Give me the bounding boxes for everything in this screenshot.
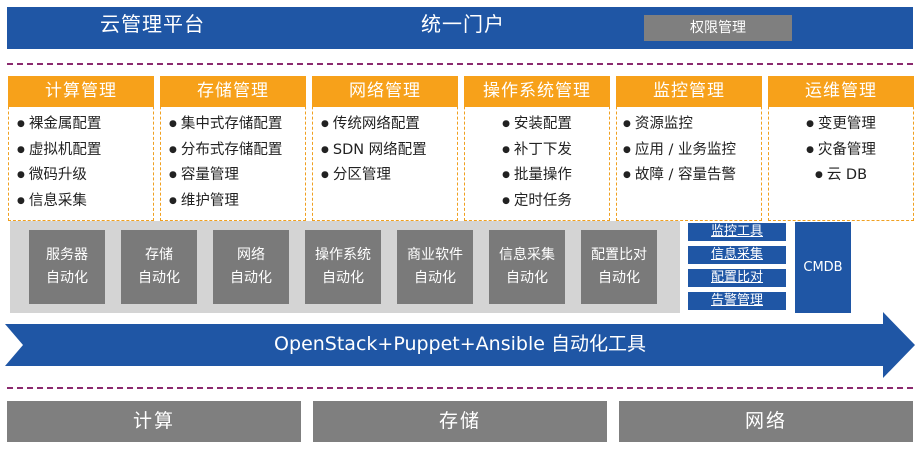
automation-line2: 自动化 xyxy=(322,270,364,286)
module-title[interactable]: 网络管理 xyxy=(312,76,458,107)
infra-storage[interactable]: 存储 xyxy=(313,401,607,442)
module-title[interactable]: 计算管理 xyxy=(8,76,154,107)
automation-commercial-software[interactable]: 商业软件 自动化 xyxy=(397,230,473,304)
list-item: 定时任务 xyxy=(465,190,609,216)
tool-monitoring[interactable]: 监控工具 xyxy=(688,223,786,241)
list-item: 信息采集 xyxy=(17,190,101,216)
automation-line2: 自动化 xyxy=(598,270,640,286)
module-item-list: 传统网络配置 SDN 网络配置 分区管理 xyxy=(321,113,427,190)
list-item: 应用 / 业务监控 xyxy=(623,139,736,165)
module-title[interactable]: 操作系统管理 xyxy=(464,76,610,107)
list-item: 灾备管理 xyxy=(769,139,913,165)
portal-title: 统一门户 xyxy=(421,12,505,36)
automation-line2: 自动化 xyxy=(414,270,456,286)
list-item: 分区管理 xyxy=(321,164,427,190)
module-item-list: 裸金属配置 虚拟机配置 微码升级 信息采集 xyxy=(17,113,102,216)
list-item: SDN 网络配置 xyxy=(321,139,427,165)
automation-line1: 商业软件 xyxy=(407,247,463,263)
list-item: 批量操作 xyxy=(465,164,609,190)
automation-tools-arrow xyxy=(5,312,915,378)
automation-config-compare[interactable]: 配置比对 自动化 xyxy=(581,230,657,304)
infra-network[interactable]: 网络 xyxy=(619,401,913,442)
list-item: 安装配置 xyxy=(465,113,609,139)
list-item: 虚拟机配置 xyxy=(17,139,102,165)
tool-config-compare[interactable]: 配置比对 xyxy=(688,269,786,287)
module-item-list: 变更管理 灾备管理 云 DB xyxy=(769,113,913,190)
list-item: 分布式存储配置 xyxy=(169,139,283,165)
list-item: 变更管理 xyxy=(769,113,913,139)
automation-line2: 自动化 xyxy=(46,270,88,286)
automation-network[interactable]: 网络 自动化 xyxy=(213,230,289,304)
module-item-list: 资源监控 应用 / 业务监控 故障 / 容量告警 xyxy=(623,113,736,190)
module-monitoring: 监控管理 资源监控 应用 / 业务监控 故障 / 容量告警 xyxy=(616,76,762,221)
automation-tools-label: OpenStack+Puppet+Ansible 自动化工具 xyxy=(274,333,646,355)
module-os: 操作系统管理 安装配置 补丁下发 批量操作 定时任务 xyxy=(464,76,610,221)
infra-compute[interactable]: 计算 xyxy=(7,401,301,442)
module-item-list: 集中式存储配置 分布式存储配置 容量管理 维护管理 xyxy=(169,113,283,216)
tool-info-collection[interactable]: 信息采集 xyxy=(688,246,786,264)
automation-line1: 服务器 xyxy=(46,247,88,263)
module-compute: 计算管理 裸金属配置 虚拟机配置 微码升级 信息采集 xyxy=(8,76,154,221)
list-item: 补丁下发 xyxy=(465,139,609,165)
module-storage: 存储管理 集中式存储配置 分布式存储配置 容量管理 维护管理 xyxy=(160,76,306,221)
automation-line2: 自动化 xyxy=(230,270,272,286)
list-item: 故障 / 容量告警 xyxy=(623,164,736,190)
top-divider xyxy=(7,63,913,65)
automation-storage[interactable]: 存储 自动化 xyxy=(121,230,197,304)
list-item: 资源监控 xyxy=(623,113,736,139)
module-item-list: 安装配置 补丁下发 批量操作 定时任务 xyxy=(465,113,609,215)
bottom-divider xyxy=(7,387,913,389)
list-item: 传统网络配置 xyxy=(321,113,427,139)
module-title[interactable]: 运维管理 xyxy=(768,76,914,107)
automation-line2: 自动化 xyxy=(138,270,180,286)
module-network: 网络管理 传统网络配置 SDN 网络配置 分区管理 xyxy=(312,76,458,221)
list-item: 维护管理 xyxy=(169,190,282,216)
cmdb-box[interactable]: CMDB xyxy=(795,222,851,313)
list-item: 集中式存储配置 xyxy=(169,113,283,139)
automation-os[interactable]: 操作系统 自动化 xyxy=(305,230,381,304)
automation-info-collection[interactable]: 信息采集 自动化 xyxy=(489,230,565,304)
list-item: 微码升级 xyxy=(17,164,101,190)
list-item: 云 DB xyxy=(769,164,913,190)
automation-line1: 存储 xyxy=(145,247,173,263)
tool-alert-management[interactable]: 告警管理 xyxy=(688,292,786,310)
automation-server[interactable]: 服务器 自动化 xyxy=(29,230,105,304)
automation-line1: 配置比对 xyxy=(591,247,647,263)
module-operations: 运维管理 变更管理 灾备管理 云 DB xyxy=(768,76,914,221)
automation-line2: 自动化 xyxy=(506,270,548,286)
module-title[interactable]: 存储管理 xyxy=(160,76,306,107)
automation-line1: 信息采集 xyxy=(499,247,555,263)
list-item: 裸金属配置 xyxy=(17,113,102,139)
permission-management-button[interactable]: 权限管理 xyxy=(644,15,792,41)
automation-line1: 网络 xyxy=(237,247,265,263)
automation-line1: 操作系统 xyxy=(315,247,371,263)
module-title[interactable]: 监控管理 xyxy=(616,76,762,107)
list-item: 容量管理 xyxy=(169,164,282,190)
platform-title: 云管理平台 xyxy=(100,12,205,36)
